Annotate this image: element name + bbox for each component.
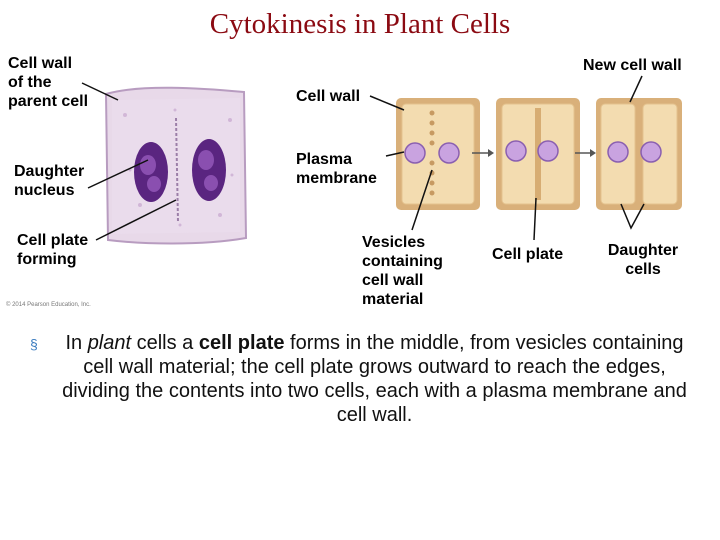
- daughter-nucleus-right: [192, 139, 226, 201]
- label-cell-wall: Cell wall: [296, 88, 361, 105]
- bullet-point: § In plant cells a cell plate forms in t…: [30, 331, 695, 427]
- cell-stage-3: [596, 98, 682, 210]
- cell-plate-forming-line: [175, 117, 179, 223]
- bullet-text: In plant cells a cell plate forms in the…: [62, 332, 687, 426]
- nucleus-icon: [640, 141, 662, 163]
- label-cell-plate: Cell plate: [492, 246, 564, 263]
- cell-stage-1: [396, 98, 480, 210]
- daughter-nucleus-left: [134, 142, 168, 202]
- label-vesicles: Vesicles containing cell wall material: [362, 234, 443, 308]
- nucleus-icon: [404, 142, 426, 164]
- nucleus-icon: [505, 140, 527, 162]
- label-daughter-cells: Daughter cells: [607, 242, 679, 278]
- bullet-marker-icon: §: [30, 336, 38, 352]
- copyright-text: © 2014 Pearson Education, Inc.: [6, 302, 91, 308]
- leader-lines: [81, 75, 645, 241]
- slide-title: Cytokinesis in Plant Cells: [209, 8, 511, 40]
- label-daughter-nucleus: Daughter nucleus: [14, 163, 85, 199]
- nucleus-icon: [438, 142, 460, 164]
- cell-stage-2: [496, 98, 580, 210]
- micrograph: [104, 86, 248, 245]
- label-plasma-membrane: Plasma membrane: [296, 151, 377, 187]
- label-cell-wall-parent: Cell wall of the parent cell: [8, 55, 89, 110]
- label-new-cell-wall: New cell wall: [583, 57, 682, 74]
- label-cell-plate-forming: Cell plate forming: [17, 232, 89, 268]
- nucleus-icon: [607, 141, 629, 163]
- cytokinesis-figure: [81, 75, 682, 245]
- illustrated-cells: [396, 98, 682, 210]
- nucleus-icon: [537, 140, 559, 162]
